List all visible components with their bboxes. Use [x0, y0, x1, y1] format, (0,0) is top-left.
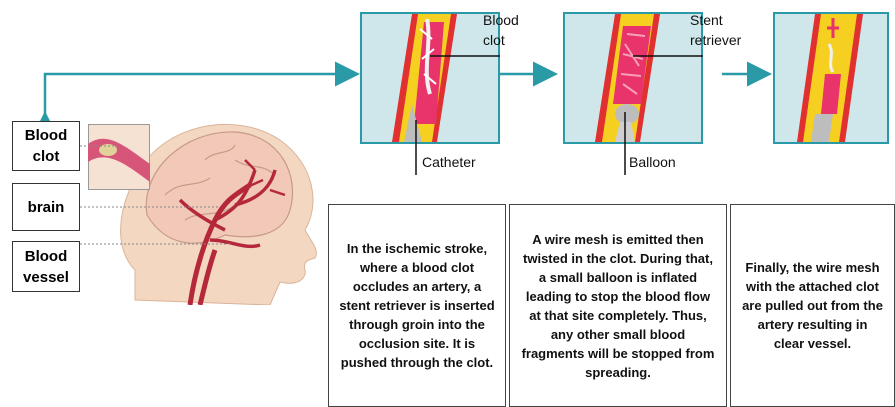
label-leader-lines [0, 0, 330, 300]
description-step-3: Finally, the wire mesh with the attached… [730, 204, 895, 407]
description-step-2: A wire mesh is emitted then twisted in t… [509, 204, 727, 407]
callout-blood-clot: Blood clot [483, 10, 527, 50]
callout-balloon: Balloon [629, 152, 676, 172]
callout-stent-retriever: Stent retriever [690, 10, 760, 50]
callout-catheter: Catheter [422, 152, 476, 172]
description-step-1: In the ischemic stroke, where a blood cl… [328, 204, 506, 407]
stage-panel-3 [773, 12, 889, 144]
